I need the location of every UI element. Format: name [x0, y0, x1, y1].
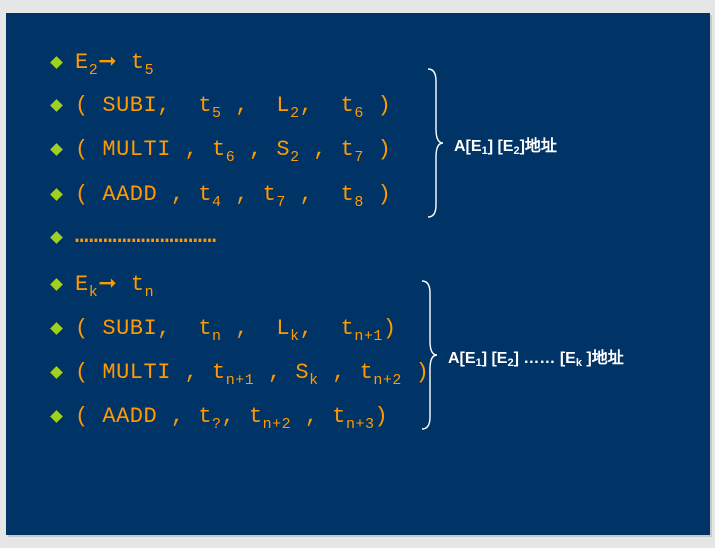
bullet-icon — [50, 55, 63, 69]
line-text: ( SUBI, tn , Lk, tn+1) — [75, 315, 397, 345]
slide: E2➞ t5 ( SUBI, t5 , L2, t6 ) ( MULTI , t… — [6, 13, 710, 535]
line-aadd-1: ( AADD , t4 , t7 , t8 ) — [50, 179, 392, 211]
line-e2-to-t5: E2➞ t5 — [50, 47, 155, 79]
bullet-icon — [50, 187, 63, 201]
line-subi-2: ( SUBI, tn , Lk, tn+1) — [50, 313, 397, 345]
line-text: E2➞ t5 — [75, 49, 155, 79]
line-subi-1: ( SUBI, t5 , L2, t6 ) — [50, 90, 392, 122]
line-aadd-2: ( AADD , t?, tn+2 , tn+3) — [50, 401, 389, 433]
right-arrow-icon: ➞ — [98, 271, 118, 296]
bullet-icon — [50, 277, 63, 291]
right-brace-top — [427, 68, 444, 218]
bullet-icon — [50, 321, 63, 335]
bullet-icon — [50, 365, 63, 379]
line-ellipsis: ………………………… — [50, 222, 218, 252]
bullet-icon — [50, 98, 63, 112]
ellipsis-text: ………………………… — [75, 224, 218, 249]
right-brace-bottom — [421, 280, 438, 430]
bullet-icon — [50, 142, 63, 156]
bullet-icon — [50, 409, 63, 423]
line-multi-1: ( MULTI , t6 , S2 , t7 ) — [50, 134, 392, 166]
line-text: ( MULTI , t6 , S2 , t7 ) — [75, 136, 392, 166]
line-text: ( MULTI , tn+1 , Sk , tn+2 ) — [75, 359, 430, 389]
line-text: ( SUBI, t5 , L2, t6 ) — [75, 92, 392, 122]
address-label-top: A[E1] [E2]地址 — [454, 138, 557, 157]
line-ek-to-tn: Ek➞ tn — [50, 269, 155, 301]
line-text: ( AADD , t4 , t7 , t8 ) — [75, 181, 392, 211]
line-multi-2: ( MULTI , tn+1 , Sk , tn+2 ) — [50, 357, 430, 389]
bullet-icon — [50, 230, 63, 244]
line-text: ( AADD , t?, tn+2 , tn+3) — [75, 403, 389, 433]
line-text: Ek➞ tn — [75, 271, 155, 301]
address-label-bottom: A[E1] [E2] …… [Ek ]地址 — [448, 350, 624, 369]
right-arrow-icon: ➞ — [98, 49, 118, 74]
